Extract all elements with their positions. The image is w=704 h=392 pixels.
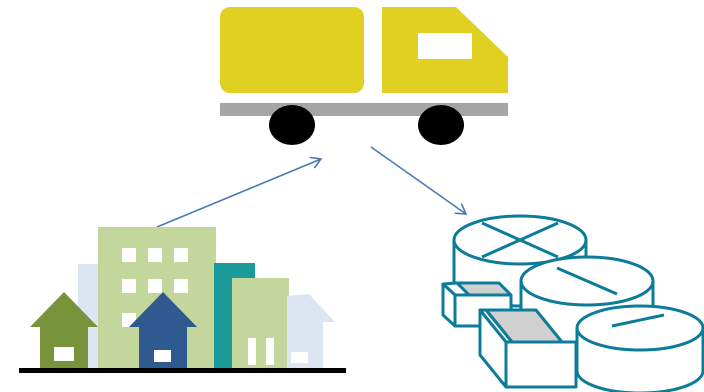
building-door-left	[248, 338, 256, 365]
truck-cargo-box	[220, 7, 364, 93]
truck-window	[418, 33, 472, 59]
city-buildings-icon	[19, 227, 346, 373]
treatment-tanks-icon	[441, 214, 704, 392]
arrow-city-to-truck	[156, 159, 321, 228]
big-box-front	[478, 308, 578, 389]
building-door-right	[266, 338, 274, 365]
building-light-green-right	[232, 278, 289, 369]
house-blue	[129, 292, 197, 369]
house-green	[30, 292, 98, 369]
truck-chassis	[220, 103, 508, 116]
truck-rear-wheel	[269, 105, 315, 145]
building-windows	[122, 248, 188, 327]
arrow-truck-to-treatment	[370, 146, 466, 214]
ground-line	[19, 368, 346, 373]
tank-front	[575, 304, 704, 392]
house-pale-right	[287, 294, 335, 369]
truck-icon	[220, 7, 508, 145]
truck-front-wheel	[418, 105, 464, 145]
